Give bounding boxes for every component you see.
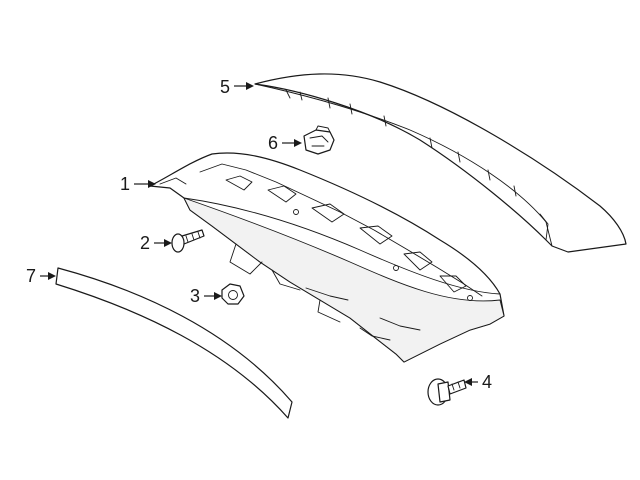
callout-7: 7 [26, 266, 56, 286]
part-5-spoiler [254, 73, 627, 253]
part-3-nut [221, 283, 245, 305]
part-6-clip [303, 125, 335, 155]
part-4-flange-bolt [427, 378, 467, 406]
callout-4: 4 [464, 372, 492, 392]
callout-label-2: 2 [140, 233, 150, 253]
callout-3: 3 [190, 286, 222, 306]
callout-label-4: 4 [482, 372, 492, 392]
part-7-weatherstrip [55, 267, 293, 419]
callout-label-1: 1 [120, 174, 130, 194]
callout-5: 5 [220, 77, 254, 97]
callout-label-3: 3 [190, 286, 200, 306]
callout-label-6: 6 [268, 133, 278, 153]
callout-label-7: 7 [26, 266, 36, 286]
callout-6: 6 [268, 133, 302, 153]
callout-label-5: 5 [220, 77, 230, 97]
callout-2: 2 [140, 233, 172, 253]
part-2-bolt [171, 229, 205, 253]
part-1-rear-shelf [149, 152, 505, 363]
callout-1: 1 [120, 174, 156, 194]
